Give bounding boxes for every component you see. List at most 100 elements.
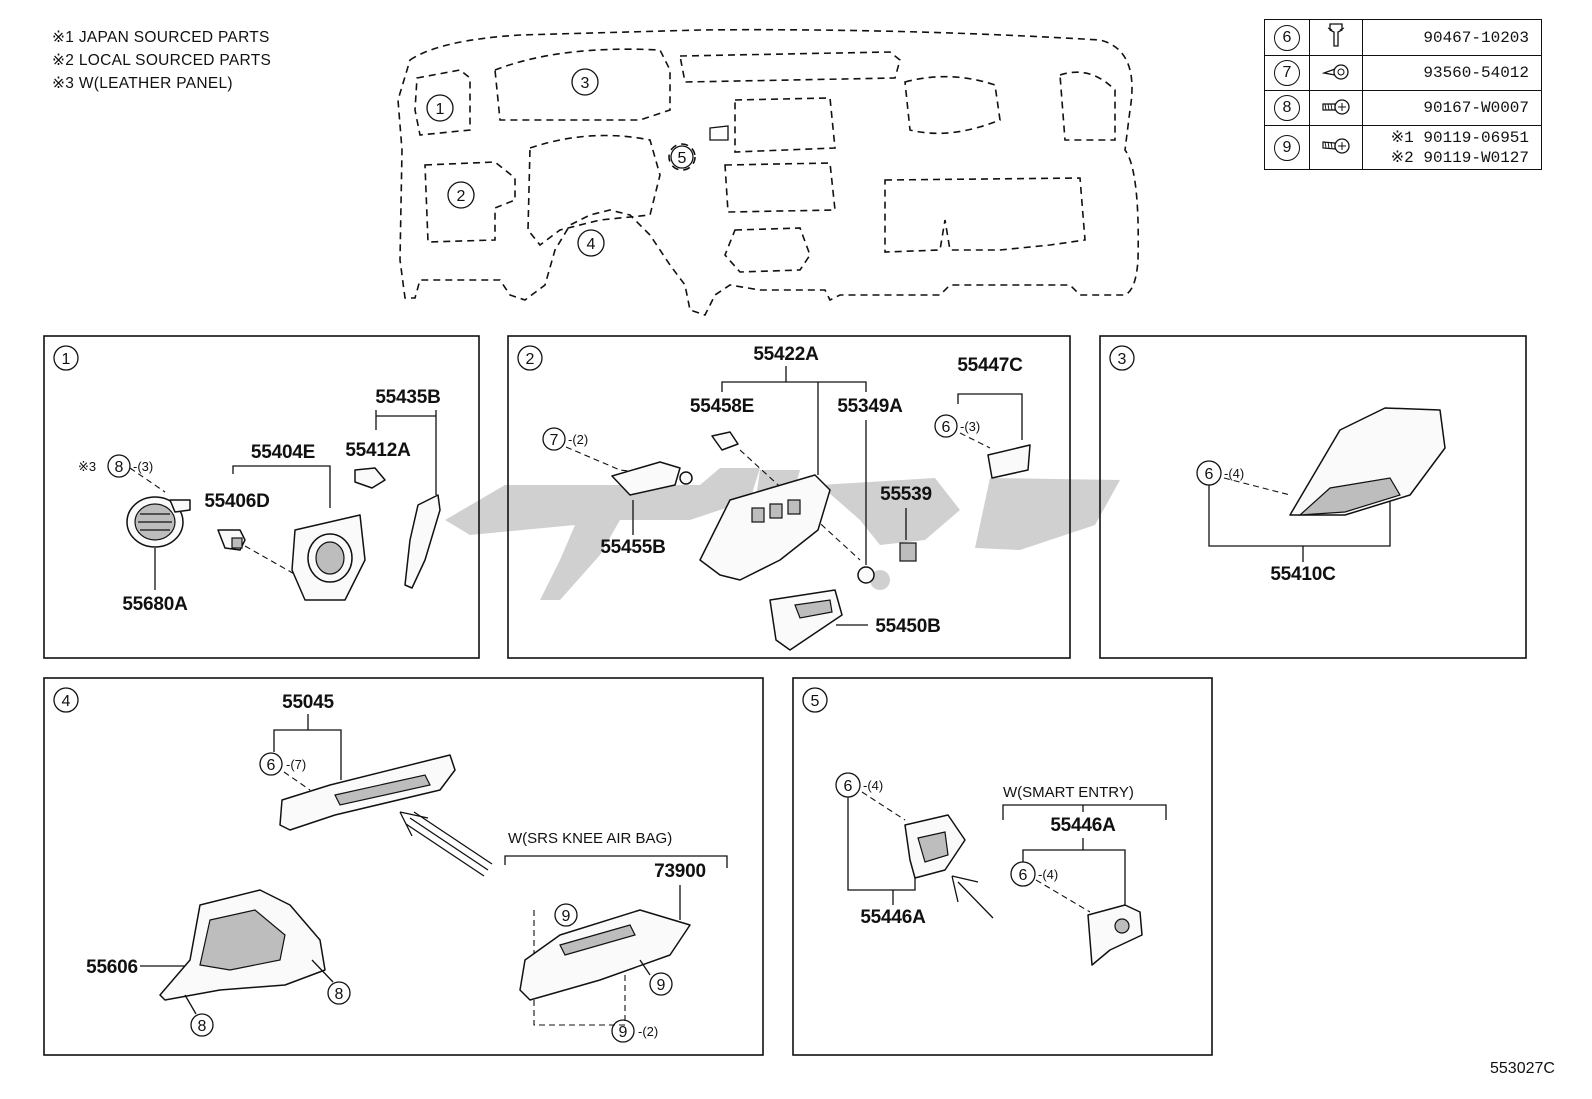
screw-icon bbox=[1321, 63, 1349, 80]
bracket-55406D bbox=[217, 529, 246, 551]
svg-text:1: 1 bbox=[436, 101, 445, 118]
callout-qty-6: -(4) bbox=[1224, 466, 1244, 481]
callout-ref-9a: 9 bbox=[562, 908, 571, 925]
part-label-55446A-left: 55446A bbox=[860, 907, 926, 928]
part-label-55410C: 55410C bbox=[1270, 564, 1336, 585]
ref-circle: 8 bbox=[1274, 95, 1300, 121]
note-japan-sourced: ※1 JAPAN SOURCED PARTS bbox=[52, 29, 270, 46]
clip-icon bbox=[1327, 23, 1345, 47]
callout-qty-6a: -(4) bbox=[863, 778, 883, 793]
ref-circle: 6 bbox=[1274, 24, 1300, 51]
overview-callout-2: 2 bbox=[447, 181, 475, 209]
callout-qty-6: -(7) bbox=[286, 757, 306, 772]
table-row: 6 90467-10203 bbox=[1264, 19, 1542, 56]
bezel-55446A-smart bbox=[1087, 904, 1143, 966]
callout-qty-7: -(2) bbox=[568, 432, 588, 447]
part-label-55404E: 55404E bbox=[251, 442, 315, 463]
panel-5-ref: 5 bbox=[811, 693, 820, 710]
panel-3-ref: 3 bbox=[1118, 351, 1127, 368]
callout-note-mark: ※3 bbox=[78, 459, 96, 474]
panel-1-ref: 1 bbox=[62, 351, 71, 368]
part-label-55422A: 55422A bbox=[753, 344, 819, 365]
part-label-73900: 73900 bbox=[654, 861, 706, 882]
table-row: 9 ※1 90119-06951 ※2 90119-W0127 bbox=[1264, 125, 1542, 170]
callout-qty-9: -(2) bbox=[638, 1024, 658, 1039]
callout-ref-6: 6 bbox=[267, 757, 276, 774]
direction-arrow bbox=[951, 875, 994, 919]
part-number: ※1 90119-06951 bbox=[1390, 128, 1529, 147]
svg-text:4: 4 bbox=[587, 236, 596, 253]
part-label-55446A-right: 55446A bbox=[1050, 815, 1116, 836]
bolt-icon bbox=[1322, 98, 1350, 115]
part-label-55447C: 55447C bbox=[957, 355, 1023, 376]
callout-ref-6: 6 bbox=[942, 419, 951, 436]
bolt-icon bbox=[1322, 138, 1350, 154]
overview-callout-4: 4 bbox=[577, 229, 605, 257]
lower-panel-55045 bbox=[279, 754, 456, 831]
part-label-55606: 55606 bbox=[86, 957, 138, 978]
panel-4-ref: 4 bbox=[62, 693, 71, 710]
callout-qty-6: -(3) bbox=[960, 419, 980, 434]
part-label-55450B: 55450B bbox=[875, 616, 940, 637]
part-label-55349A: 55349A bbox=[837, 396, 903, 417]
overview-callout-5: 5 bbox=[670, 145, 694, 169]
meter-hood-55410C bbox=[1289, 407, 1446, 516]
part-label-55412A: 55412A bbox=[345, 440, 411, 461]
overview-callout-1: 1 bbox=[426, 94, 454, 122]
knee-airbag-73900 bbox=[519, 909, 691, 1001]
bezel-55404E bbox=[291, 514, 366, 601]
note-smart-entry: W(SMART ENTRY) bbox=[1003, 784, 1134, 801]
part-label-55435B: 55435B bbox=[375, 387, 440, 408]
garnish-55435B bbox=[404, 494, 441, 589]
part-label-55680A: 55680A bbox=[122, 594, 188, 615]
panel-5: 5 55446A 55446A W(SMART ENTRY) 6 -(4) 6 … bbox=[792, 677, 1213, 1056]
part-number: 93560-54012 bbox=[1362, 55, 1542, 91]
dashboard-overview: 1 2 3 4 5 bbox=[397, 28, 1140, 316]
part-label-55539: 55539 bbox=[880, 484, 932, 505]
panel-3: 3 55410C 6 -(4) bbox=[1099, 335, 1527, 659]
ref-circle: 7 bbox=[1274, 60, 1300, 86]
notes-block: ※1 JAPAN SOURCED PARTS ※2 LOCAL SOURCED … bbox=[52, 26, 271, 95]
part-number: 90467-10203 bbox=[1362, 19, 1542, 56]
direction-arrow bbox=[399, 811, 493, 877]
callout-ref-6a: 6 bbox=[844, 778, 853, 795]
callout-ref-9c: 9 bbox=[619, 1024, 628, 1041]
part-label-55455B: 55455B bbox=[600, 537, 665, 558]
knob-55349A bbox=[857, 566, 875, 584]
callout-ref-8b: 8 bbox=[198, 1018, 207, 1035]
overview-callout-3: 3 bbox=[571, 68, 599, 96]
center-cluster-55422A bbox=[699, 474, 831, 581]
note-srs-knee-airbag: W(SRS KNEE AIR BAG) bbox=[508, 830, 672, 847]
fastener-table: 6 90467-10203 7 93560-54012 8 90167-W000… bbox=[1264, 19, 1542, 170]
table-row: 7 93560-54012 bbox=[1264, 55, 1542, 91]
figure-number: 553027C bbox=[1490, 1060, 1555, 1077]
callout-ref-7: 7 bbox=[550, 432, 559, 449]
part-label-55045: 55045 bbox=[282, 692, 334, 713]
part-label-55458E: 55458E bbox=[690, 396, 754, 417]
switch-55539 bbox=[899, 542, 917, 562]
pocket-55450B bbox=[769, 589, 843, 651]
bracket-55455B bbox=[611, 461, 693, 496]
panel-1: 1 55435B 55404E 55412A 55406D 55680A ※3 … bbox=[43, 335, 480, 659]
callout-ref-8: 8 bbox=[115, 459, 124, 476]
callout-ref-9b: 9 bbox=[657, 977, 666, 994]
bezel-55446A bbox=[904, 814, 966, 879]
note-leather-panel: ※3 W(LEATHER PANEL) bbox=[52, 75, 233, 92]
svg-text:2: 2 bbox=[457, 188, 466, 205]
callout-qty-6b: -(4) bbox=[1038, 867, 1058, 882]
callout-ref-6: 6 bbox=[1205, 466, 1214, 483]
note-local-sourced: ※2 LOCAL SOURCED PARTS bbox=[52, 52, 272, 69]
bezel-55447C bbox=[987, 444, 1031, 479]
svg-text:5: 5 bbox=[678, 150, 687, 167]
lower-cover-55606 bbox=[159, 889, 326, 1001]
part-label-55406D: 55406D bbox=[204, 491, 269, 512]
panel-2-ref: 2 bbox=[526, 351, 535, 368]
watermark-logo bbox=[445, 468, 1120, 600]
part-number: ※2 90119-W0127 bbox=[1390, 148, 1529, 167]
ref-circle: 9 bbox=[1274, 134, 1300, 161]
callout-qty: -(3) bbox=[133, 459, 153, 474]
panel-4: 4 55045 55606 73900 W(SRS KNEE AIR BAG) … bbox=[43, 677, 764, 1056]
callout-ref-6b: 6 bbox=[1019, 867, 1028, 884]
vent-register-55680A bbox=[126, 496, 191, 548]
